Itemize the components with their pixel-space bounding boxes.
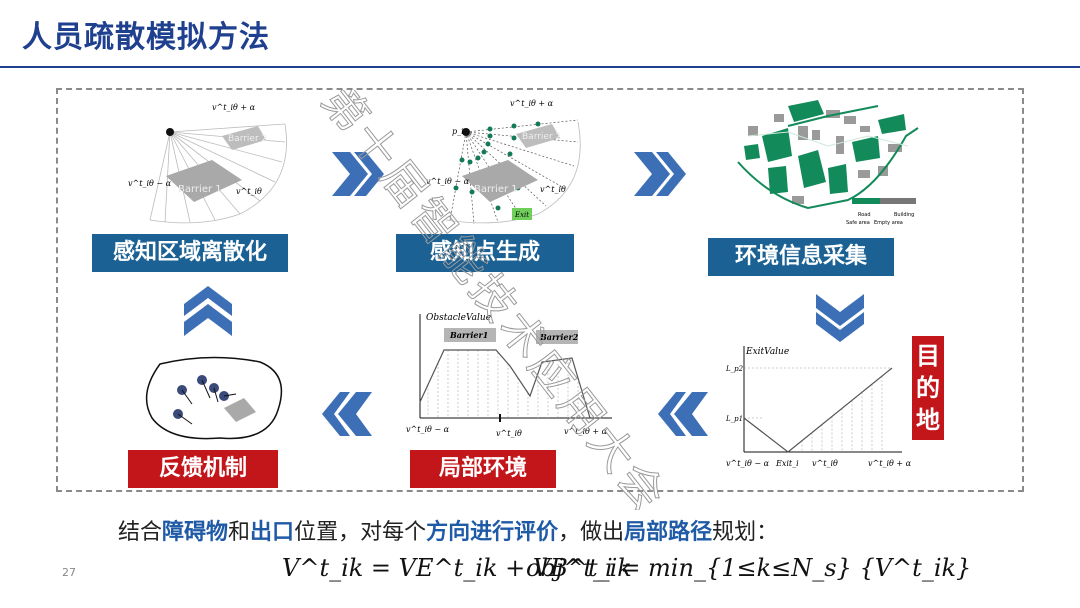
obstacle-x-mid: v^t_iθ [496, 429, 522, 438]
arrow-right-2 [634, 152, 686, 196]
barrier2-box [536, 330, 578, 344]
obstacle-chart: Barrier1 Barrier2 ObstacleValue v^t_iθ −… [406, 313, 612, 438]
legend-green-bar [852, 198, 880, 204]
fig1-top-label: v^t_iθ + α [212, 103, 256, 112]
discretize-figure: Barrier 2 Barrier 1 v^t_iθ + α v^t_iθ − … [128, 103, 287, 224]
obstacle-x-right: v^t_iθ + α [564, 427, 608, 436]
formula-total-value: V^t_ik = VE^t_ik + VB^t_ik [282, 554, 632, 582]
exit-text: Exit [514, 211, 529, 219]
obstacle-x-left: v^t_iθ − α [406, 425, 450, 434]
label-points: 感知点生成 [396, 234, 574, 272]
arrow-right-1 [332, 152, 384, 196]
legend-gray-bar [880, 198, 916, 204]
description-line: 结合障碍物和出口位置，对每个方向进行评价，做出局部路径规划： [118, 514, 778, 546]
formula-objective: obj^t_i = min_{1≤k≤N_s} {V^t_ik} [526, 554, 972, 582]
feedback-figure [145, 356, 283, 440]
legend-empty: Empty area [874, 220, 903, 226]
desc-highlight-obstacle: 障碍物 [162, 519, 229, 545]
environment-map: Road Building Safe area Empty area [737, 100, 919, 226]
fig1-left-label: v^t_iθ − α [128, 179, 172, 188]
exit-chart: ExitValue L_p2 L_p1 v^t_iθ − α Exit_i v^… [725, 346, 912, 468]
fig1-right-label: v^t_iθ [236, 187, 262, 196]
exit-y-low: L_p1 [725, 415, 743, 423]
label-discretize: 感知区域离散化 [92, 234, 288, 272]
exit-curve [743, 367, 893, 453]
exit-y-high: L_p2 [725, 365, 744, 373]
legend-building: Building [894, 212, 914, 218]
barrier2-text: Barrier 2 [228, 134, 267, 144]
desc-part-4: ，做出 [558, 520, 625, 545]
arrow-left-1 [658, 392, 708, 436]
barrier1-text: Barrier 1 [178, 184, 222, 195]
arrow-down [816, 294, 864, 342]
obstacle-curve [419, 349, 591, 419]
desc-part-2: 和 [228, 520, 251, 545]
page-title: 人员疏散模拟方法 [22, 20, 270, 55]
agent-dot-2 [462, 128, 470, 136]
desc-part-5: 规划： [712, 520, 779, 545]
desc-part-1: 结合 [118, 520, 163, 545]
diagram-frame [56, 88, 1024, 492]
exit-x-mid: v^t_iθ [812, 459, 838, 468]
legend-safe: Safe area [846, 220, 870, 226]
barrier2-text-2: Barrier 2 [522, 132, 561, 142]
label-destination: 目的地 [912, 336, 944, 440]
obstacle-ylabel: ObstacleValue [426, 313, 491, 323]
desc-highlight-direction: 方向进行评价 [426, 519, 559, 545]
exit-x-left: v^t_iθ − α [726, 459, 770, 468]
page-number: 27 [62, 566, 76, 579]
exit-x-exit: Exit_i [775, 459, 799, 468]
label-feedback: 反馈机制 [128, 450, 278, 488]
label-local-env: 局部环境 [410, 450, 556, 488]
label-env: 环境信息采集 [708, 238, 894, 276]
obstacle-barrier2: Barrier2 [539, 332, 579, 342]
fig2-left-label: v^t_iθ − α [426, 177, 470, 186]
exit-ylabel: ExitValue [745, 347, 789, 357]
desc-highlight-exit: 出口 [250, 519, 295, 545]
barrier1-text-2: Barrier 1 [474, 184, 518, 195]
arrow-left-2 [322, 392, 372, 436]
fig2-top-label: v^t_iθ + α [510, 99, 554, 108]
fig2-right-label: v^t_iθ [540, 185, 566, 194]
obstacle-barrier1: Barrier1 [449, 330, 488, 340]
points-figure: Barrier 2 Barrier 1 p_i v^t_iθ + α v^t_i… [426, 99, 581, 225]
agent-dot [166, 128, 174, 136]
legend-road: Road [858, 212, 871, 218]
exit-box [512, 208, 532, 220]
desc-highlight-path: 局部路径 [624, 519, 713, 545]
exit-x-right: v^t_iθ + α [868, 459, 912, 468]
title-underline [0, 66, 1080, 68]
barrier1-box [444, 328, 496, 342]
desc-part-3: 位置，对每个 [294, 520, 427, 545]
p-label: p_i [452, 127, 464, 136]
arrow-up [184, 286, 232, 336]
